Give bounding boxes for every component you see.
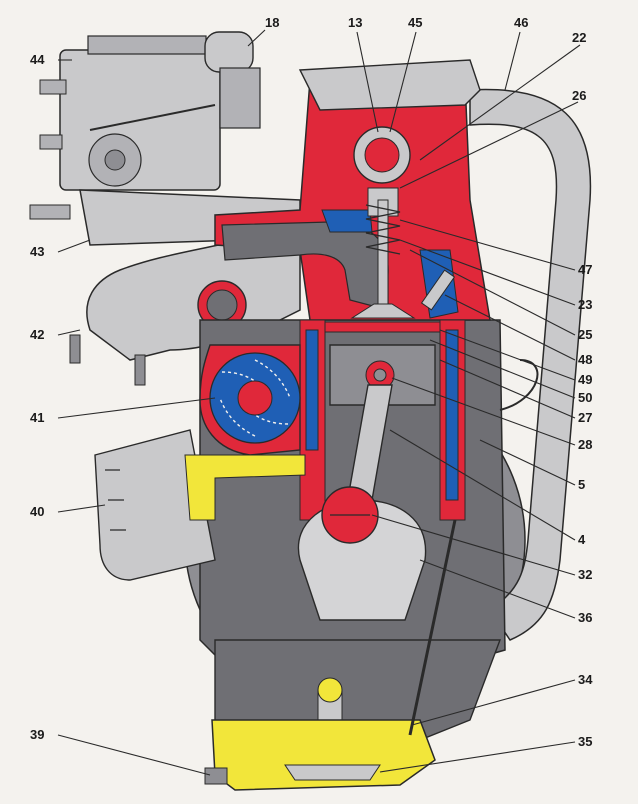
combustion-chamber [324,321,441,333]
head-coolant [321,209,373,233]
spark-plug [420,269,456,311]
callout-44: 44 [30,52,45,67]
callout-4: 4 [578,532,586,547]
callout-labels: 18 13 45 46 22 44 26 43 47 23 42 25 48 4… [30,15,593,749]
callout-28: 28 [578,437,592,452]
dipstick-tube [499,359,539,411]
manifold-stud-1 [69,334,81,364]
callout-35: 35 [578,734,592,749]
oil-gallery [184,454,306,521]
dipstick [408,519,457,736]
callout-47: 47 [578,262,592,277]
coolant-jacket-left [305,329,319,451]
valve-spring [365,204,401,255]
callout-39: 39 [30,727,44,742]
callout-45: 45 [408,15,422,30]
oil-filter [94,429,216,581]
callout-41: 41 [30,410,44,425]
fuel-pump [204,31,261,129]
callout-50: 50 [578,390,592,405]
callout-27: 27 [578,410,592,425]
valve-head [350,303,416,319]
oil-strainer [284,764,381,781]
coolant-jacket-right [445,329,459,501]
callout-36: 36 [578,610,592,625]
cam-cover [298,59,481,111]
timing-cover-pipe [469,88,592,641]
callout-49: 49 [578,372,592,387]
callout-22: 22 [572,30,586,45]
callout-48: 48 [578,352,592,367]
callout-25: 25 [578,327,592,342]
water-pump [199,344,301,456]
callout-43: 43 [30,244,44,259]
callout-40: 40 [30,504,44,519]
callout-32: 32 [578,567,592,582]
callout-34: 34 [578,672,593,687]
leader-lines [57,29,581,776]
callout-18: 18 [265,15,279,30]
callout-23: 23 [578,297,592,312]
carburettor [29,35,221,220]
drain-plug [204,767,228,785]
callout-42: 42 [30,327,44,342]
callout-5: 5 [578,477,585,492]
callout-26: 26 [572,88,586,103]
callout-13: 13 [348,15,362,30]
callout-46: 46 [514,15,528,30]
manifold-stud-2 [134,354,146,386]
